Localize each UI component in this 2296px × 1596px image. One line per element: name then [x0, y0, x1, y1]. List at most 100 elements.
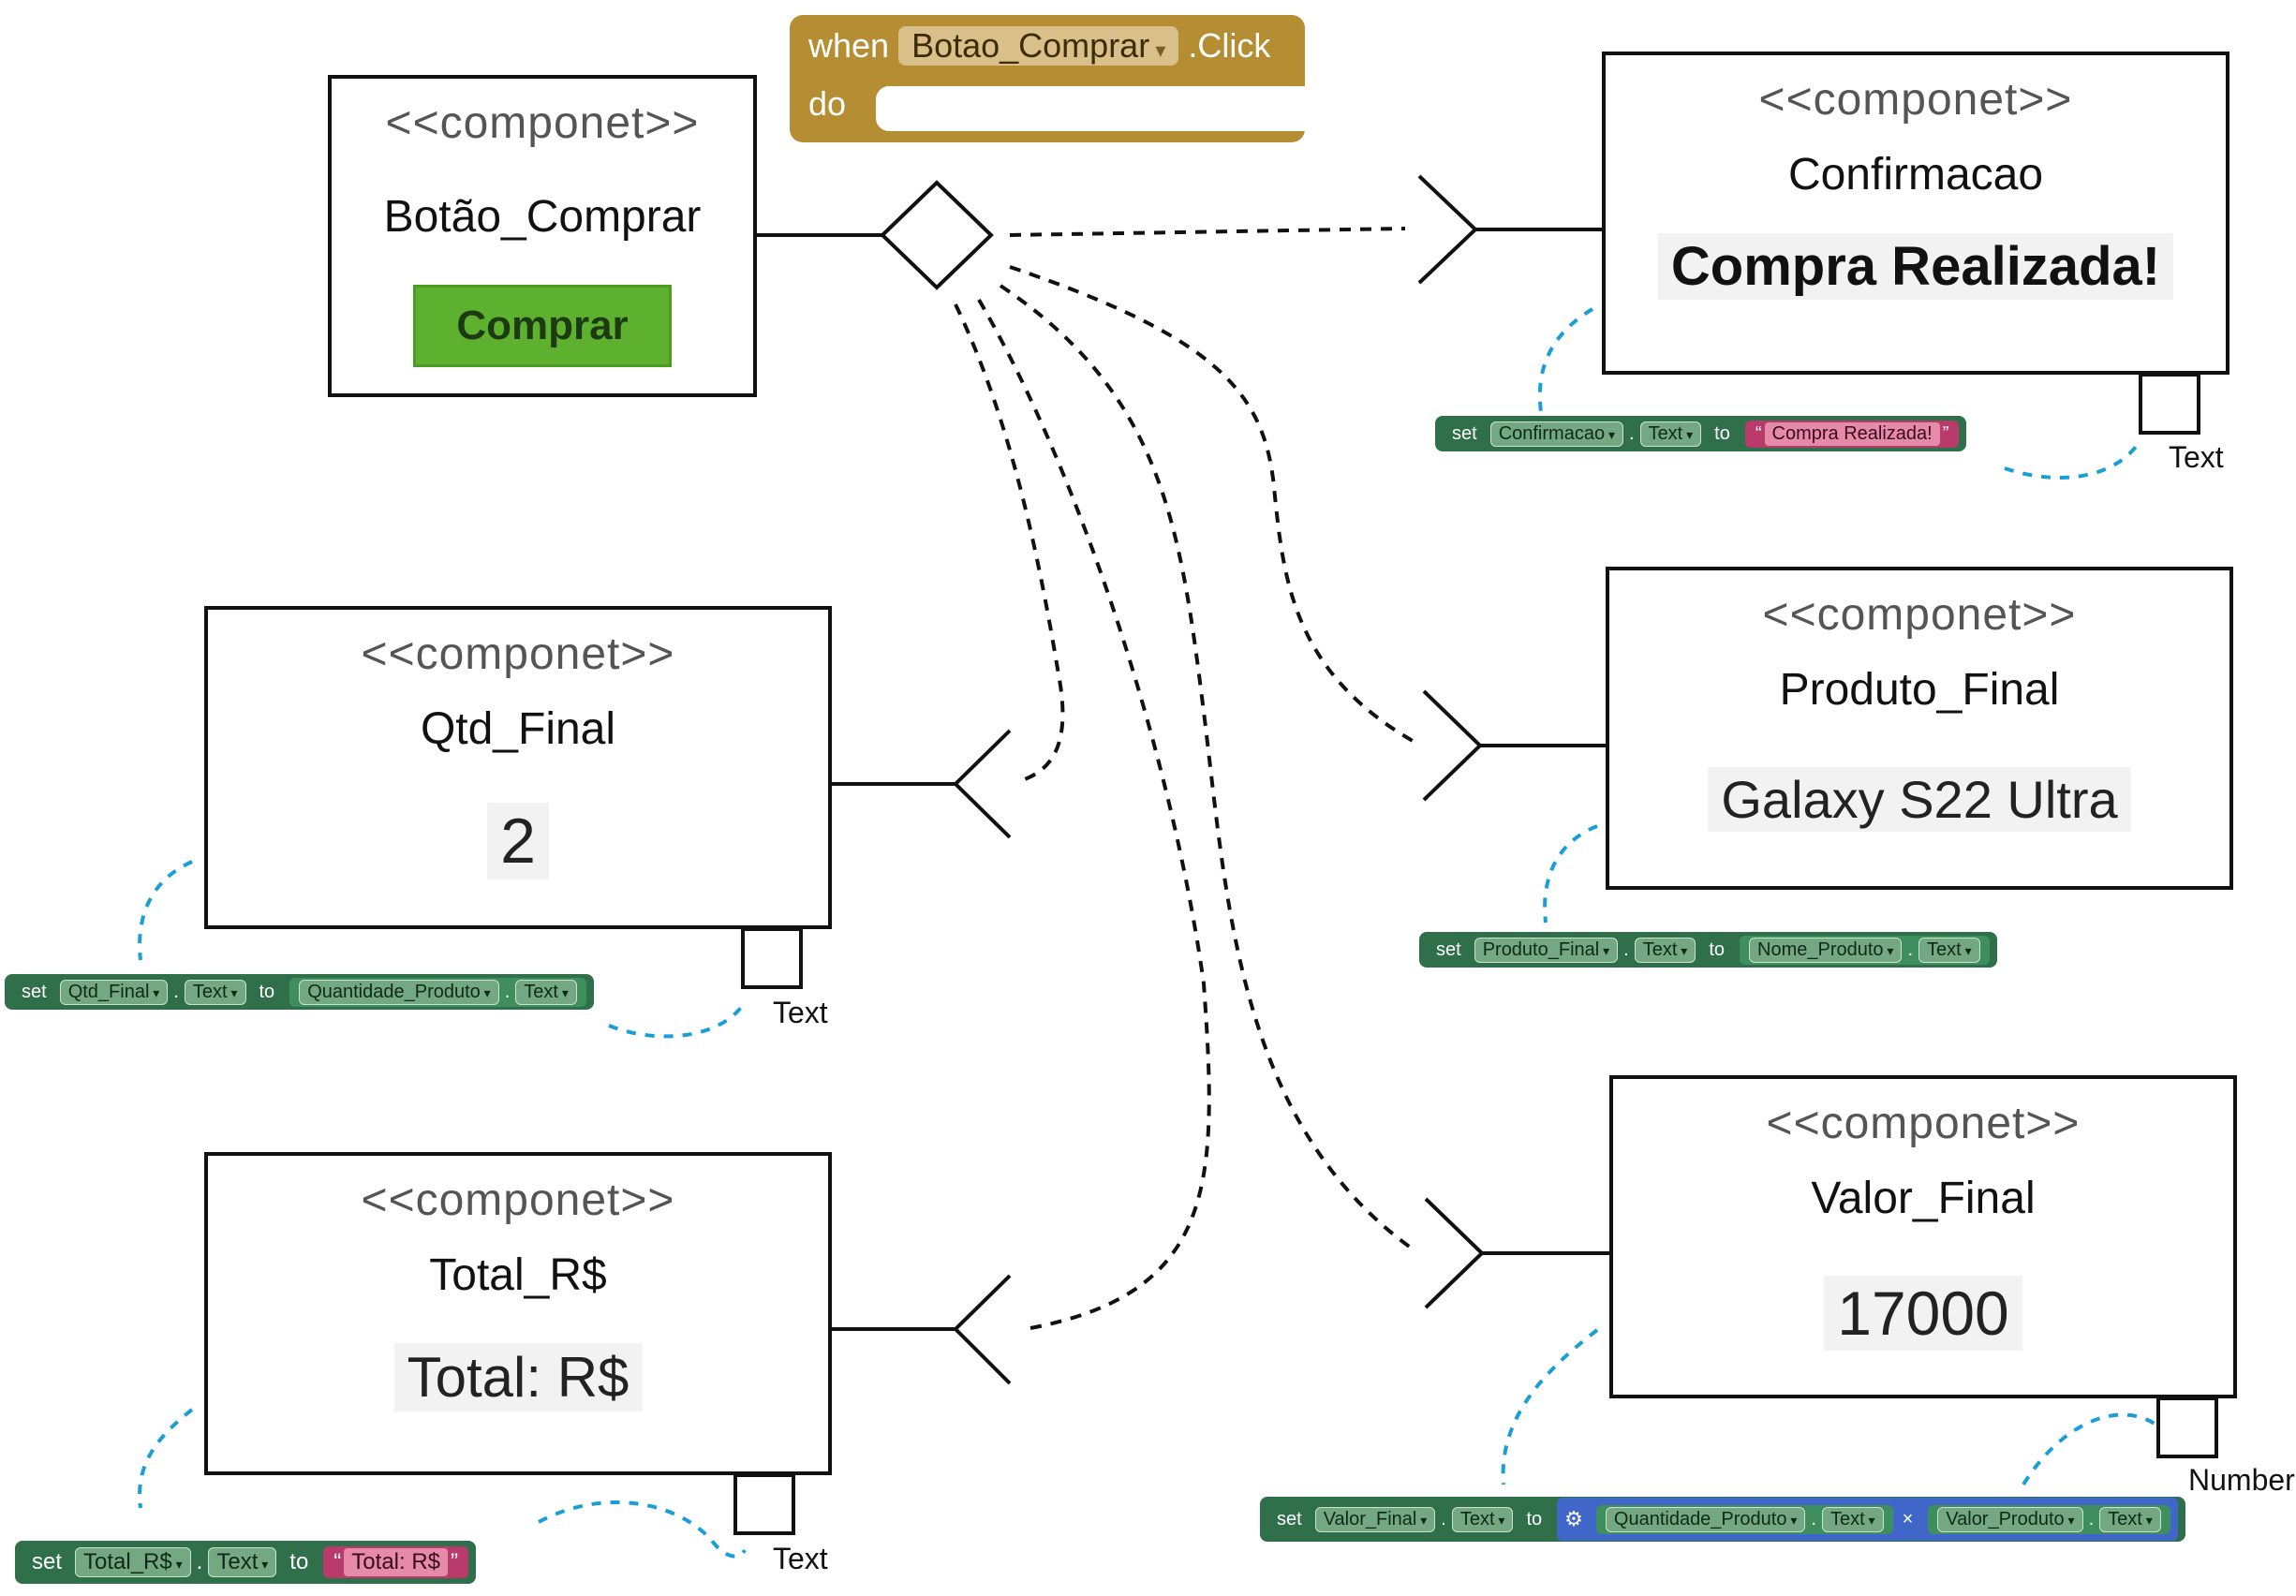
gear-icon[interactable]: ⚙	[1564, 1507, 1583, 1530]
string-value[interactable]: Compra Realizada!	[1764, 421, 1940, 446]
stereotype-label: <<componet>>	[361, 629, 675, 679]
set-valor-final-block[interactable]: set Valor_Final . Text to ⚙ Quantidade_P…	[1260, 1497, 2185, 1542]
property-dropdown[interactable]: Text	[1639, 421, 1702, 447]
component-name: Valor_Final	[1811, 1174, 2036, 1223]
annotation-total-right	[538, 1500, 747, 1559]
component-dropdown[interactable]: Qtd_Final	[59, 979, 169, 1005]
set-keyword: set	[1436, 938, 1461, 960]
socket-produto-final	[1422, 689, 1608, 802]
product-display: Galaxy S22 Ultra	[1708, 767, 2131, 832]
component-dropdown[interactable]: Produto_Final	[1474, 937, 1619, 963]
component-produto-final: <<componet>> Produto_Final Galaxy S22 Ul…	[1606, 567, 2233, 890]
operand2-property-dropdown[interactable]: Text	[2099, 1506, 2161, 1532]
component-total: <<componet>> Total_R$ Total: R$	[204, 1152, 832, 1475]
operand1-component-dropdown[interactable]: Quantidade_Produto	[1605, 1506, 1806, 1532]
to-keyword: to	[1714, 422, 1730, 444]
do-label: do	[808, 84, 847, 123]
annotation-valor-right	[2022, 1412, 2156, 1486]
component-name: Produto_Final	[1779, 665, 2060, 715]
source-component-dropdown[interactable]: Nome_Produto	[1749, 937, 1903, 963]
property-dropdown[interactable]: Text	[208, 1547, 277, 1577]
component-dropdown[interactable]: Valor_Final	[1314, 1506, 1436, 1532]
component-dropdown[interactable]: Confirmacao	[1489, 421, 1623, 447]
component-valor-final: <<componet>> Valor_Final 17000	[1609, 1075, 2237, 1398]
text-string-block[interactable]: “Total: R$”	[323, 1546, 469, 1578]
comprar-button[interactable]: Comprar	[413, 285, 672, 367]
stereotype-label: <<componet>>	[361, 1175, 675, 1225]
multiply-operator: ×	[1902, 1508, 1914, 1530]
text-string-block[interactable]: “Compra Realizada!”	[1744, 420, 1960, 448]
socket-confirmacao	[1417, 174, 1604, 285]
set-keyword: set	[1452, 422, 1477, 444]
component-dropdown[interactable]: Total_R$	[75, 1547, 191, 1577]
when-label: when	[808, 26, 890, 65]
annotation-confirmacao-right	[2004, 438, 2142, 480]
do-statement-slot[interactable]	[876, 86, 1307, 131]
stereotype-label: <<componet>>	[1766, 1099, 2081, 1148]
aggregation-diamond	[880, 180, 994, 290]
port-label-confirmacao: Text	[2169, 440, 2224, 474]
set-keyword: set	[22, 981, 47, 1002]
set-total-block[interactable]: set Total_R$ . Text to “Total: R$”	[15, 1541, 477, 1584]
property-dropdown[interactable]: Text	[1634, 937, 1696, 963]
event-name: .Click	[1188, 26, 1271, 65]
property-dropdown[interactable]: Text	[184, 979, 246, 1005]
to-keyword: to	[289, 1549, 309, 1574]
dependency-confirmacao	[1009, 227, 1406, 237]
port-label-qtd-final: Text	[773, 996, 828, 1029]
multiply-block[interactable]: ⚙ Quantidade_Produto . Text × Valor_Prod…	[1557, 1498, 2178, 1541]
operand2-component-dropdown[interactable]: Valor_Produto	[1937, 1506, 2083, 1532]
port-total	[733, 1473, 795, 1535]
operand1-getter[interactable]: Quantidade_Produto . Text	[1595, 1504, 1893, 1534]
quantity-display: 2	[487, 803, 549, 879]
component-botao-comprar: <<componet>> Botão_Comprar Comprar	[328, 75, 757, 397]
set-produto-final-block[interactable]: set Produto_Final . Text to Nome_Produto…	[1419, 932, 1997, 968]
stereotype-label: <<componet>>	[1758, 75, 2073, 125]
event-component-dropdown[interactable]: Botao_Comprar	[898, 26, 1179, 66]
set-keyword: set	[1277, 1508, 1302, 1530]
component-confirmacao: <<componet>> Confirmacao Compra Realizad…	[1602, 52, 2229, 375]
port-confirmacao	[2139, 373, 2200, 435]
component-name: Qtd_Final	[420, 704, 616, 754]
socket-qtd-final	[830, 729, 1012, 839]
source-property-dropdown[interactable]: Text	[1918, 937, 1980, 963]
annotation-valor-left	[1501, 1328, 1599, 1485]
confirmation-display: Compra Realizada!	[1657, 233, 2174, 300]
stereotype-label: <<componet>>	[1762, 590, 2077, 640]
operand2-getter[interactable]: Valor_Produto . Text	[1928, 1504, 2170, 1534]
annotation-qtd-left	[138, 860, 193, 961]
to-keyword: to	[1526, 1508, 1543, 1530]
dependency-produto-final	[1009, 265, 1420, 746]
value-display: 17000	[1824, 1276, 2022, 1351]
dependency-qtd-final	[954, 303, 1065, 784]
annotation-confirmacao-left	[1537, 307, 1594, 413]
string-value[interactable]: Total: R$	[344, 1548, 449, 1576]
when-click-event-block[interactable]: when Botao_Comprar .Click do	[790, 15, 1307, 142]
property-dropdown[interactable]: Text	[1451, 1506, 1514, 1532]
component-name: Botão_Comprar	[383, 192, 702, 242]
annotation-qtd-right	[608, 1000, 747, 1039]
to-keyword: to	[1709, 938, 1725, 960]
port-label-total: Text	[773, 1542, 828, 1575]
dependency-valor-final	[999, 284, 1416, 1252]
set-keyword: set	[32, 1549, 63, 1574]
port-label-valor-final: Number	[2188, 1463, 2295, 1497]
port-valor-final	[2156, 1396, 2218, 1458]
component-qtd-final: <<componet>> Qtd_Final 2	[204, 606, 832, 929]
socket-valor-final	[1424, 1197, 1611, 1309]
source-property-dropdown[interactable]: Text	[515, 979, 577, 1005]
getter-block[interactable]: Nome_Produto . Text	[1740, 935, 1990, 965]
annotation-total-left	[138, 1408, 194, 1509]
operand1-property-dropdown[interactable]: Text	[1821, 1506, 1884, 1532]
component-name: Total_R$	[429, 1250, 607, 1300]
port-qtd-final	[741, 927, 803, 989]
to-keyword: to	[259, 981, 275, 1002]
source-component-dropdown[interactable]: Quantidade_Produto	[299, 979, 499, 1005]
dependency-total	[977, 298, 1211, 1330]
socket-total	[830, 1274, 1012, 1385]
component-name: Confirmacao	[1787, 150, 2044, 200]
set-confirmacao-block[interactable]: set Confirmacao . Text to “Compra Realiz…	[1435, 416, 1967, 451]
getter-block[interactable]: Quantidade_Produto . Text	[289, 977, 586, 1007]
set-qtd-final-block[interactable]: set Qtd_Final . Text to Quantidade_Produ…	[5, 974, 594, 1010]
stereotype-label: <<componet>>	[385, 98, 700, 148]
